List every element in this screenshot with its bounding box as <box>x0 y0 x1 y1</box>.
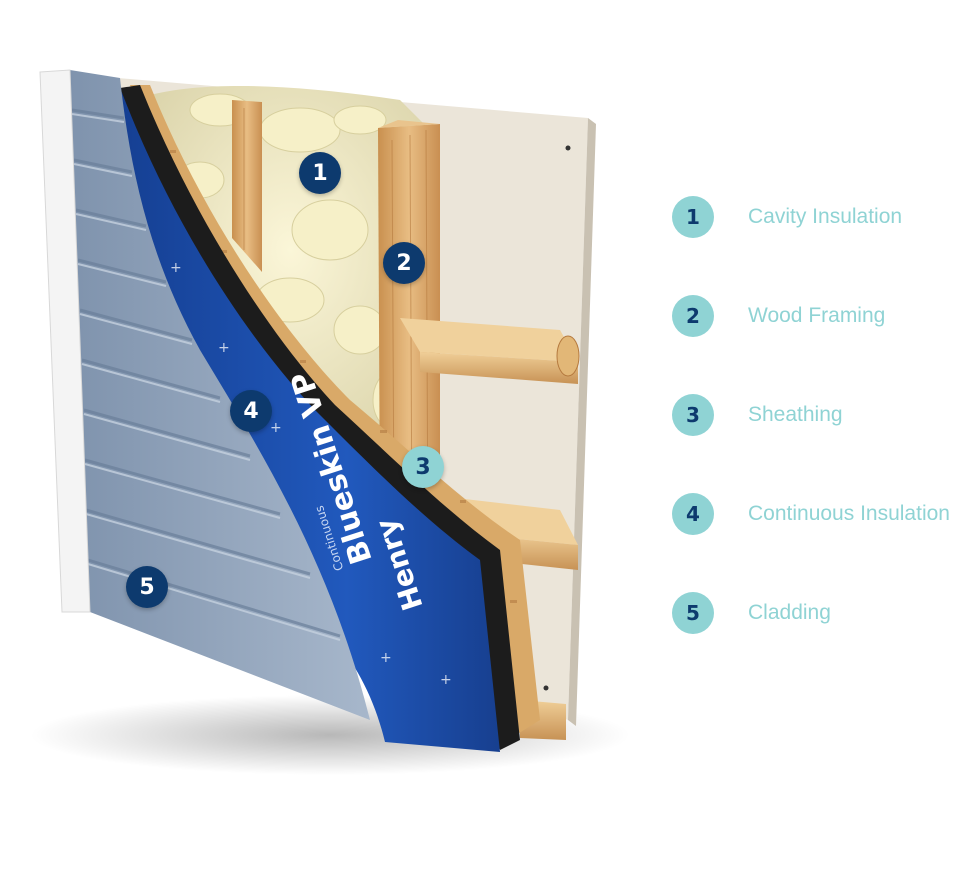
legend-item-cladding: 5 Cladding <box>672 592 950 634</box>
svg-text:+: + <box>218 340 230 356</box>
wood-stud-left <box>232 100 262 272</box>
wood-blocking-top <box>400 318 578 362</box>
legend-item-sheathing: 3 Sheathing <box>672 394 950 436</box>
legend-item-wood-framing: 2 Wood Framing <box>672 295 950 337</box>
svg-text:+: + <box>270 420 282 436</box>
legend-number: 2 <box>672 295 714 337</box>
legend-label: Continuous Insulation <box>748 502 950 525</box>
legend-label: Sheathing <box>748 403 843 426</box>
legend-label: Cladding <box>748 601 831 624</box>
svg-text:+: + <box>380 650 392 666</box>
marker-cavity-insulation: 1 <box>299 152 341 194</box>
drywall-screw <box>543 685 549 691</box>
metal-cladding <box>70 70 370 720</box>
marker-wood-framing: 2 <box>383 242 425 284</box>
legend-label: Cavity Insulation <box>748 205 903 228</box>
legend-number: 5 <box>672 592 714 634</box>
marker-sheathing: 3 <box>402 446 444 488</box>
legend-number: 4 <box>672 493 714 535</box>
legend: 1 Cavity Insulation 2 Wood Framing 3 She… <box>672 196 950 691</box>
marker-cladding: 5 <box>126 566 168 608</box>
legend-item-continuous-insulation: 4 Continuous Insulation <box>672 493 950 535</box>
cladding-trim <box>39 69 91 613</box>
air-barrier-membrane <box>118 82 500 752</box>
wood-stud-top <box>378 120 440 128</box>
svg-text:+: + <box>440 672 452 688</box>
drywall-screw <box>565 145 571 151</box>
wood-blocking-end <box>556 335 580 377</box>
legend-number: 3 <box>672 394 714 436</box>
membrane-crosses: + + + + + <box>170 260 452 688</box>
marker-continuous-insulation: 4 <box>230 390 272 432</box>
legend-item-cavity-insulation: 1 Cavity Insulation <box>672 196 950 238</box>
legend-label: Wood Framing <box>748 304 886 327</box>
svg-text:+: + <box>170 260 182 276</box>
cladding-ribs <box>71 108 341 638</box>
gypsum-board-edge <box>568 118 596 726</box>
legend-number: 1 <box>672 196 714 238</box>
wood-blocking-top-front <box>420 352 578 384</box>
osb-texture <box>170 150 517 603</box>
